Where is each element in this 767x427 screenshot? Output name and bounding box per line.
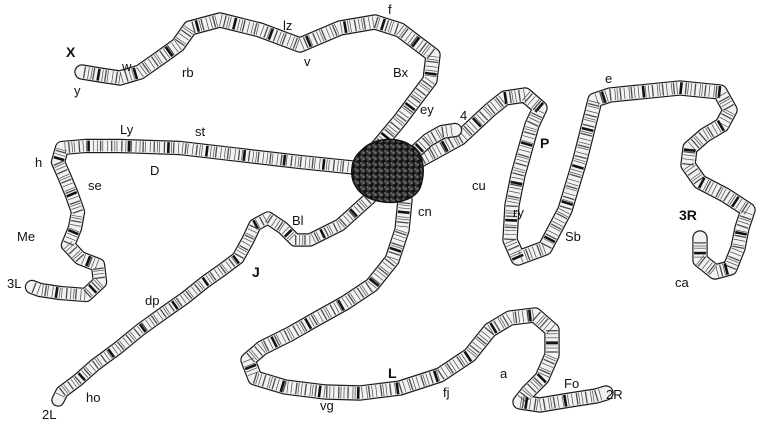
- band: [398, 212, 410, 213]
- label-J: J: [252, 264, 260, 280]
- label-D: D: [150, 163, 159, 178]
- label-f: f: [388, 2, 392, 17]
- band: [684, 150, 696, 151]
- label-2L: 2L: [42, 407, 56, 422]
- label-Fo: Fo: [564, 376, 579, 391]
- chromocenter: [352, 139, 423, 202]
- label-Me: Me: [17, 229, 35, 244]
- label-vg: vg: [320, 398, 334, 413]
- label-Sb: Sb: [565, 229, 581, 244]
- label-se: se: [88, 178, 102, 193]
- label-Ly: Ly: [120, 122, 134, 137]
- label-L: L: [388, 365, 397, 381]
- band: [79, 141, 80, 152]
- label-3L: 3L: [7, 276, 21, 291]
- band: [76, 289, 77, 300]
- label-cn: cn: [418, 204, 432, 219]
- band: [323, 159, 324, 170]
- label-ey: ey: [420, 102, 434, 117]
- band: [244, 150, 245, 161]
- band: [505, 220, 517, 221]
- label-ry: ry: [513, 205, 524, 220]
- label-fj: fj: [443, 385, 450, 400]
- band: [284, 155, 285, 166]
- band: [505, 227, 517, 228]
- band: [505, 92, 507, 104]
- label-a: a: [500, 366, 508, 381]
- label-3R: 3R: [679, 207, 697, 223]
- label-st: st: [195, 124, 206, 139]
- label-v: v: [304, 54, 311, 69]
- label-lz: lz: [283, 18, 292, 33]
- label-4: 4: [460, 108, 467, 123]
- band: [56, 287, 58, 298]
- band: [206, 146, 207, 157]
- label-rb: rb: [182, 65, 194, 80]
- arm-2L: [58, 198, 370, 400]
- band: [680, 82, 681, 94]
- label-Bl: Bl: [292, 213, 304, 228]
- label-h: h: [35, 155, 42, 170]
- label-X: X: [66, 44, 76, 60]
- band: [319, 386, 321, 398]
- band: [643, 86, 644, 98]
- label-e: e: [605, 71, 612, 86]
- band: [529, 310, 530, 322]
- label-2R: 2R: [606, 387, 623, 402]
- band: [66, 288, 67, 299]
- label-ho: ho: [86, 390, 100, 405]
- label-dp: dp: [145, 293, 159, 308]
- label-ca: ca: [675, 275, 690, 290]
- label-w: w: [121, 59, 132, 74]
- band: [397, 383, 399, 395]
- band: [425, 73, 437, 74]
- label-cu: cu: [472, 178, 486, 193]
- label-Bx: Bx: [393, 65, 409, 80]
- label-y: y: [74, 83, 81, 98]
- band: [525, 397, 527, 409]
- label-P: P: [540, 135, 549, 151]
